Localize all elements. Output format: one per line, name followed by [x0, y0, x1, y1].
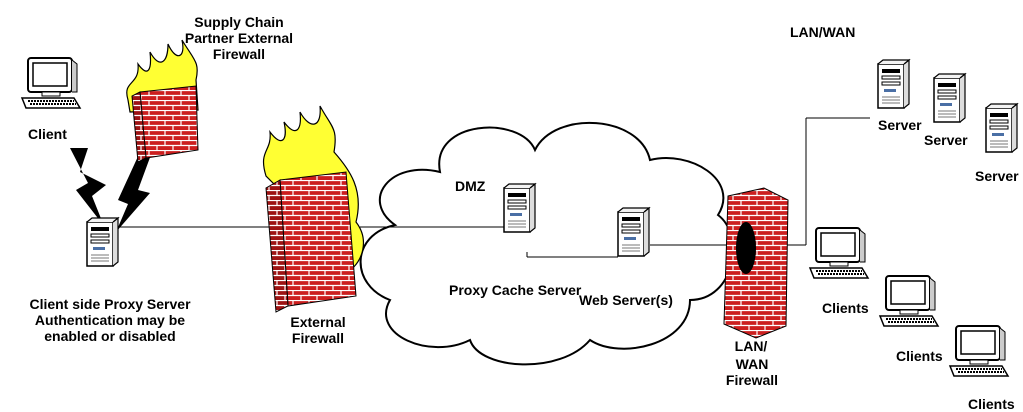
server-label: Server — [924, 132, 968, 148]
web-server-icon — [617, 207, 650, 257]
server-icon — [877, 59, 910, 109]
firewall-opening — [736, 222, 756, 274]
clients-computer-icon — [879, 275, 939, 327]
proxy-cache-server-label: Proxy Cache Server — [449, 282, 582, 298]
lan-wan-label: LAN/WAN — [790, 24, 856, 40]
external-firewall-label: External Firewall — [290, 314, 346, 346]
supply-chain-firewall-icon — [126, 39, 199, 163]
server-label: Server — [975, 168, 1019, 184]
external-firewall-icon — [262, 105, 365, 313]
client-label: Client — [28, 126, 67, 142]
clients-label: Clients — [822, 300, 869, 316]
lightning-bolt-icon — [116, 152, 152, 232]
web-servers-label: Web Server(s) — [579, 292, 673, 308]
dmz-cloud — [359, 121, 734, 366]
server-icon — [985, 103, 1018, 153]
clients-computer-icon — [949, 325, 1009, 377]
client-computer-icon — [21, 57, 81, 109]
lan-wan-firewall-label-2: WAN Firewall — [725, 356, 779, 388]
lan-wan-firewall-label-1: LAN/ — [734, 338, 768, 354]
clients-label: Clients — [896, 348, 943, 364]
client-proxy-server-icon — [86, 217, 119, 267]
clients-label: Clients — [968, 396, 1015, 412]
server-label: Server — [878, 117, 922, 133]
client-proxy-label: Client side Proxy Server Authentication … — [29, 296, 191, 344]
supply-chain-firewall-label: Supply Chain Partner External Firewall — [184, 14, 294, 62]
clients-computer-icon — [809, 227, 869, 279]
server-icon — [933, 73, 966, 123]
lightning-bolt-icon — [70, 148, 106, 226]
dmz-label: DMZ — [455, 178, 486, 194]
lan-wan-firewall-icon — [723, 187, 789, 339]
proxy-cache-server-icon — [503, 183, 536, 233]
